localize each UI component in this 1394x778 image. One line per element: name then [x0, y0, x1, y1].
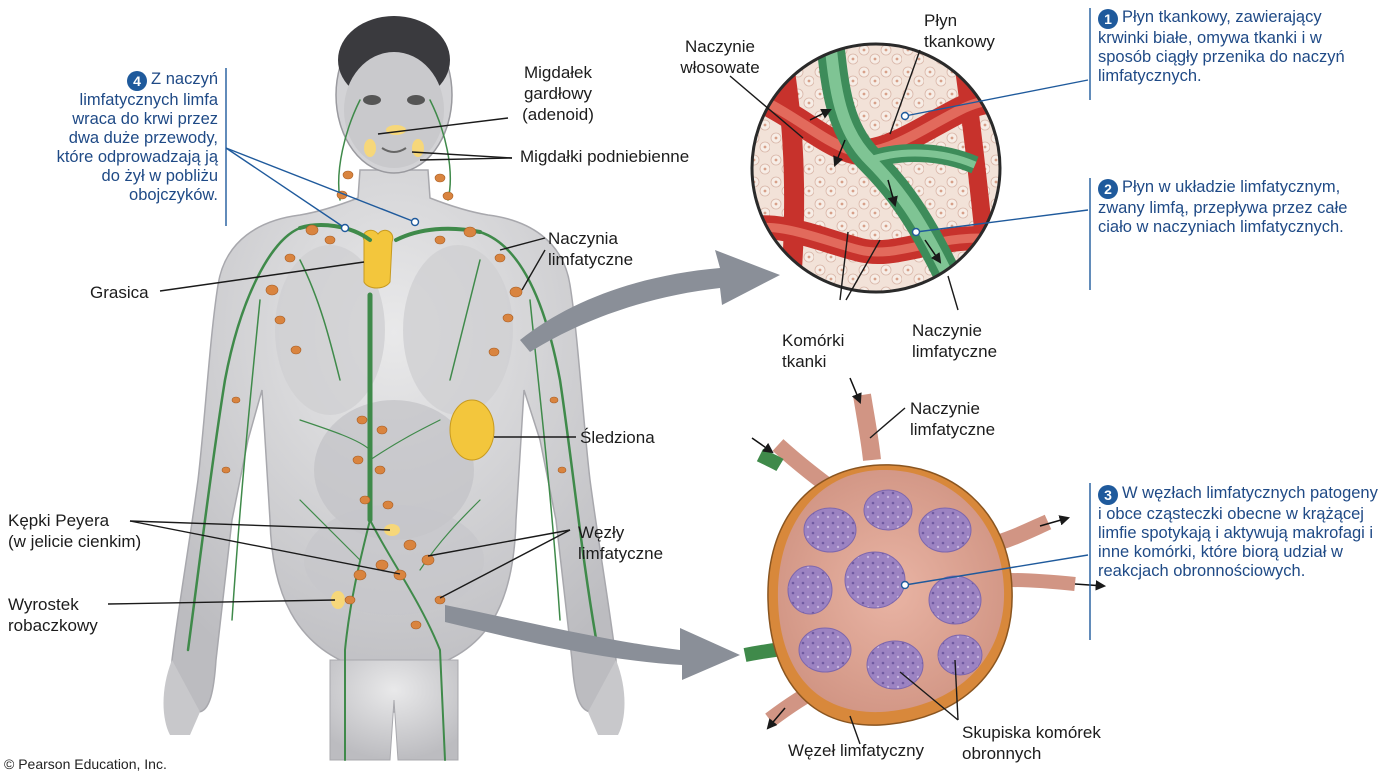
label-peyer-patches: Kępki Peyera(w jelicie cienkim) — [8, 510, 141, 552]
note-number: 4 — [127, 71, 147, 91]
human-body — [164, 16, 625, 760]
note-text: W węzłach limfatycznych patogeny i obce … — [1098, 484, 1378, 580]
label-tonsils: Migdałki podniebienne — [520, 146, 689, 167]
label-thymus: Grasica — [90, 282, 149, 303]
copyright: © Pearson Education, Inc. — [4, 756, 167, 772]
note-number: 2 — [1098, 179, 1118, 199]
note-text: Płyn w układzie limfatycznym, zwany limf… — [1098, 178, 1347, 236]
label-spleen: Śledziona — [580, 427, 655, 448]
note-text: Z naczyń limfatycznych limfa wraca do kr… — [57, 70, 218, 204]
label-lymph-node: Węzeł limfatyczny — [788, 740, 924, 761]
note-text: Płyn tkankowy, zawierający krwinki białe… — [1098, 8, 1345, 85]
tissue-detail-circle — [740, 40, 1020, 300]
note-number: 3 — [1098, 485, 1118, 505]
note-number: 1 — [1098, 9, 1118, 29]
